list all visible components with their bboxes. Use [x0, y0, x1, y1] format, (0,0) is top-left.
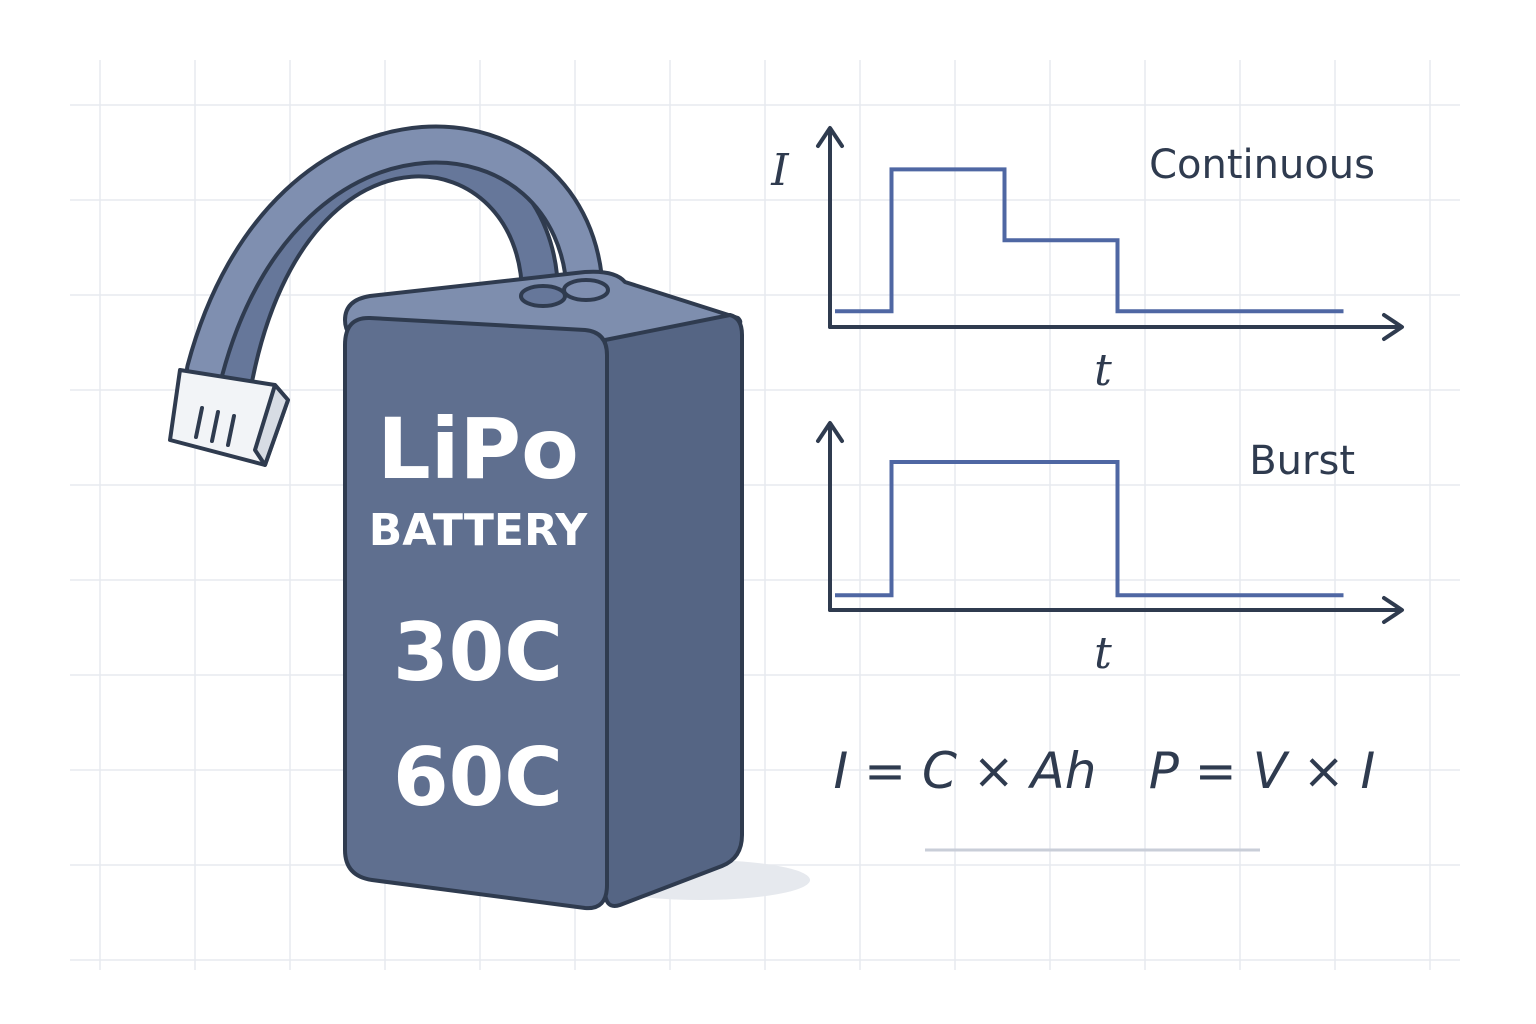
- burst-y-axis: [816, 421, 844, 612]
- burst-x-axis: [828, 596, 1404, 624]
- burst-current-trace: [835, 460, 1344, 598]
- burst-current-chart: t Burst: [816, 421, 1404, 679]
- battery-burst-rating: 60C: [393, 731, 563, 824]
- continuous-x-axis: [828, 313, 1404, 341]
- continuous-y-axis: [816, 126, 844, 329]
- current-formula: I = C × Ah: [834, 742, 1097, 800]
- battery-brand-label: LiPo: [377, 400, 579, 498]
- battery-type-label: BATTERY: [369, 505, 589, 556]
- battery-cables: [185, 124, 605, 395]
- battery-continuous-rating: 30C: [393, 606, 563, 699]
- connector-plug-icon: [168, 368, 290, 467]
- continuous-chart-title: Continuous: [1149, 142, 1375, 188]
- continuous-x-axis-label: t: [1094, 345, 1112, 396]
- burst-x-axis-label: t: [1094, 628, 1112, 679]
- battery-side-face: [603, 313, 744, 908]
- power-formula: P = V × I: [1149, 742, 1375, 800]
- lipo-battery: LiPo BATTERY 30C 60C: [168, 124, 810, 911]
- continuous-current-trace: [835, 167, 1344, 314]
- burst-chart-title: Burst: [1249, 438, 1355, 484]
- continuous-current-chart: I t Continuous: [770, 126, 1404, 396]
- continuous-y-axis-label: I: [770, 145, 790, 196]
- battery-front-face: [343, 315, 609, 911]
